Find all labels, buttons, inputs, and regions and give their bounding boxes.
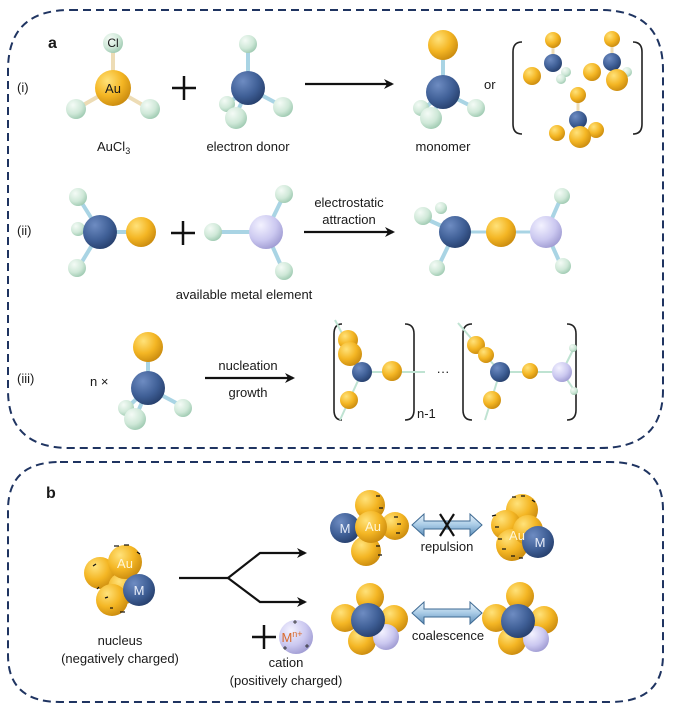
coalescence-label: coalescence [412,628,484,643]
monomer-molecule-iii [118,332,192,430]
right-bracket [566,323,577,421]
cation-charge-caption: (positively charged) [230,673,343,688]
nucleus-caption: nucleus [98,633,143,648]
nucleus-m-label: M [134,583,145,598]
branching-arrow [179,548,307,607]
repeat-unit-structure [333,319,425,421]
nucleus-charge-caption: (negatively charged) [61,651,179,666]
monomer-molecule-ii [68,188,156,277]
metal-element-molecule [204,185,293,280]
cluster-au-label: Au [509,528,525,543]
nucleus-au-label: Au [117,556,133,571]
growth-label: growth [228,385,267,400]
donor-atom [231,71,265,105]
row-ii-label: (ii) [17,223,31,238]
coalescence-cluster-left [331,583,408,655]
plus-icon [171,221,195,245]
panel-a-border [7,9,664,449]
panel-b-label: b [46,485,56,502]
positive-charge-marks [283,620,309,650]
monomer-molecule [413,30,485,129]
au-atom [95,70,131,106]
multiplier-text: n × [90,374,108,389]
monomer-caption: monomer [416,139,472,154]
cl-atom [103,33,123,53]
aucl3-molecule: Cl Au [66,33,160,119]
n-minus-1-subscript: n-1 [417,406,436,421]
or-text: or [484,77,496,92]
repulsion-cluster-left: M Au [330,490,409,566]
panel-b-border [7,461,664,703]
coalescence-cluster-right [482,582,558,655]
left-bracket [512,41,523,135]
repulsion-label: repulsion [421,539,474,554]
aucl3-caption: AuCl3 [97,139,130,156]
electron-donor-molecule [219,35,293,129]
terminal-unit-structure [457,322,578,421]
repulsion-double-arrow [411,512,483,538]
cl-atom-label: Cl [107,36,118,50]
cluster-m-label: M [535,535,546,550]
row-i-label: (i) [17,80,29,95]
cluster-m-label: M [340,521,351,536]
cation-atom: Mn+ [279,620,313,654]
nucleation-label: nucleation [218,358,277,373]
cation-symbol: Mn+ [281,629,302,645]
repulsion-cluster-right: Au M [491,494,554,561]
plus-icon [252,625,276,649]
electron-donor-caption: electron donor [206,139,290,154]
coalescence-double-arrow [411,600,483,626]
ellipsis-text: ··· [437,364,450,379]
metal-element-caption: available metal element [176,287,313,302]
right-bracket [632,41,643,135]
arrow-label-line2: attraction [322,212,375,227]
attraction-product-molecule [414,188,571,276]
negative-charge-marks [92,544,141,613]
row-iii-label: (iii) [17,371,34,386]
cluster-au-label: Au [365,519,381,534]
plus-icon [172,76,196,100]
cl-atom [66,99,86,119]
panel-a-label: a [48,35,57,52]
blocked-x-icon [439,513,455,537]
arrow-label-line1: electrostatic [314,195,384,210]
au-atom-label: Au [105,81,121,96]
left-bracket [462,323,473,421]
alternative-structures [512,31,643,148]
cation-caption: cation [269,655,304,670]
cl-atom [140,99,160,119]
nucleus-cluster: Au M [84,544,155,616]
